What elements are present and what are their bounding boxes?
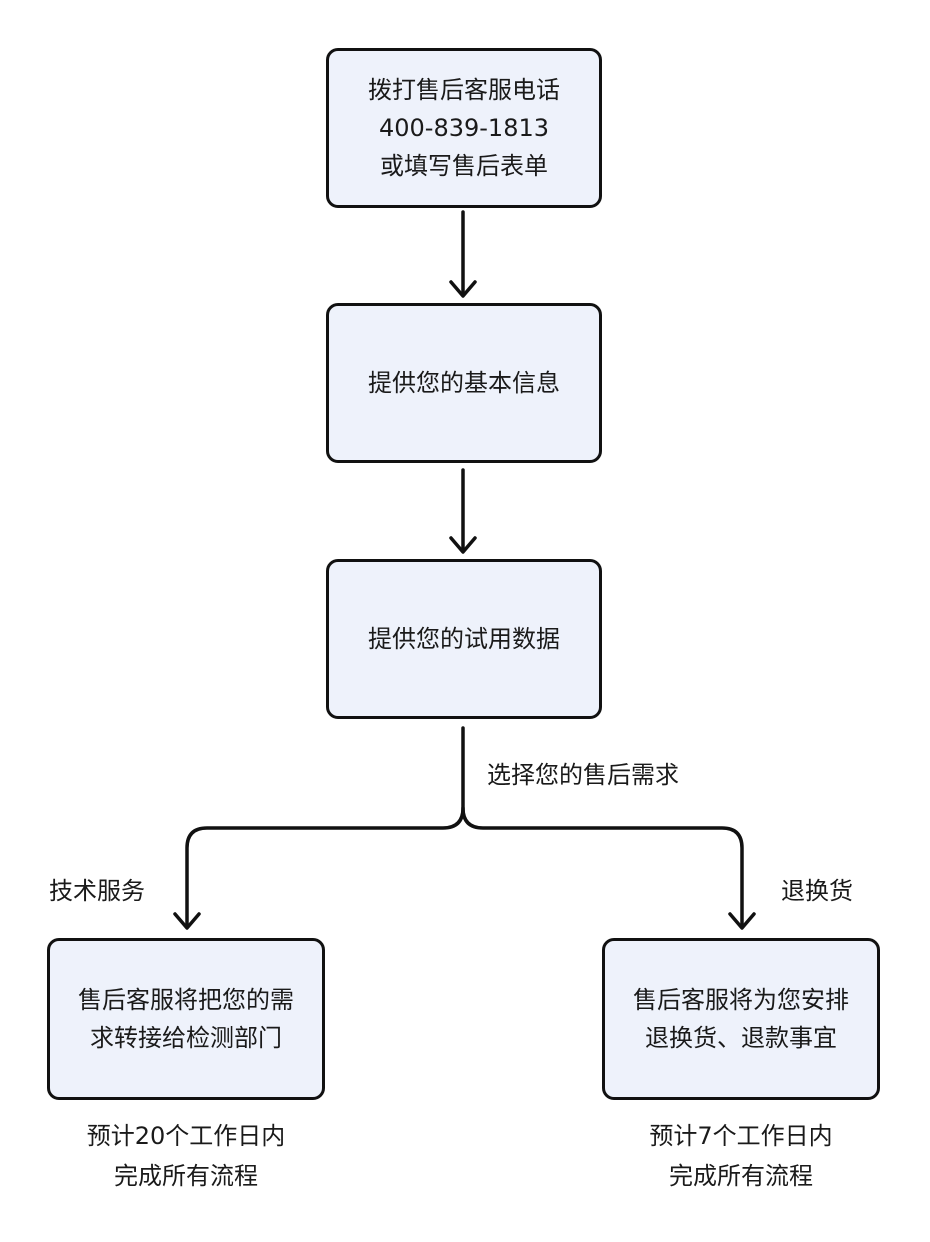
branch-label: 选择您的售后需求 bbox=[487, 761, 679, 789]
step1-line-1: 拨打售后客服电话 bbox=[368, 76, 560, 104]
left-box-line-1: 售后客服将把您的需 bbox=[78, 986, 294, 1014]
left-note: 预计20个工作日内 完成所有流程 bbox=[47, 1116, 325, 1196]
step-box-basic-info: 提供您的基本信息 bbox=[326, 303, 602, 463]
step1-line-2: 400-839-1813 bbox=[378, 114, 549, 142]
left-edge-label: 技术服务 bbox=[49, 877, 145, 905]
right-note-line-1: 预计7个工作日内 bbox=[649, 1122, 833, 1150]
right-note-line-2: 完成所有流程 bbox=[669, 1162, 813, 1190]
step3-text: 提供您的试用数据 bbox=[368, 625, 560, 653]
right-box-line-2: 退换货、退款事宜 bbox=[645, 1024, 837, 1052]
arrowhead-step1-to-step2 bbox=[449, 280, 477, 298]
step-box-technical-service: 售后客服将把您的需 求转接给检测部门 bbox=[47, 938, 325, 1100]
step1-line-3: 或填写售后表单 bbox=[380, 152, 548, 180]
left-box-line-2: 求转接给检测部门 bbox=[90, 1024, 282, 1052]
connector-step3-right-branch bbox=[461, 806, 744, 928]
arrowhead-to-right-branch bbox=[728, 912, 756, 930]
right-box-line-1: 售后客服将为您安排 bbox=[633, 986, 849, 1014]
arrowhead-to-left-branch bbox=[173, 912, 201, 930]
step-box-call-service: 拨打售后客服电话 400-839-1813 或填写售后表单 bbox=[326, 48, 602, 208]
step-box-trial-data: 提供您的试用数据 bbox=[326, 559, 602, 719]
step-box-return-exchange: 售后客服将为您安排 退换货、退款事宜 bbox=[602, 938, 880, 1100]
left-note-line-1: 预计20个工作日内 bbox=[86, 1122, 286, 1150]
connector-step3-split bbox=[185, 726, 465, 928]
arrowhead-step2-to-step3 bbox=[449, 536, 477, 554]
right-note: 预计7个工作日内 完成所有流程 bbox=[602, 1116, 880, 1196]
right-edge-label: 退换货 bbox=[781, 877, 853, 905]
step2-text: 提供您的基本信息 bbox=[368, 369, 560, 397]
left-note-line-2: 完成所有流程 bbox=[114, 1162, 258, 1190]
